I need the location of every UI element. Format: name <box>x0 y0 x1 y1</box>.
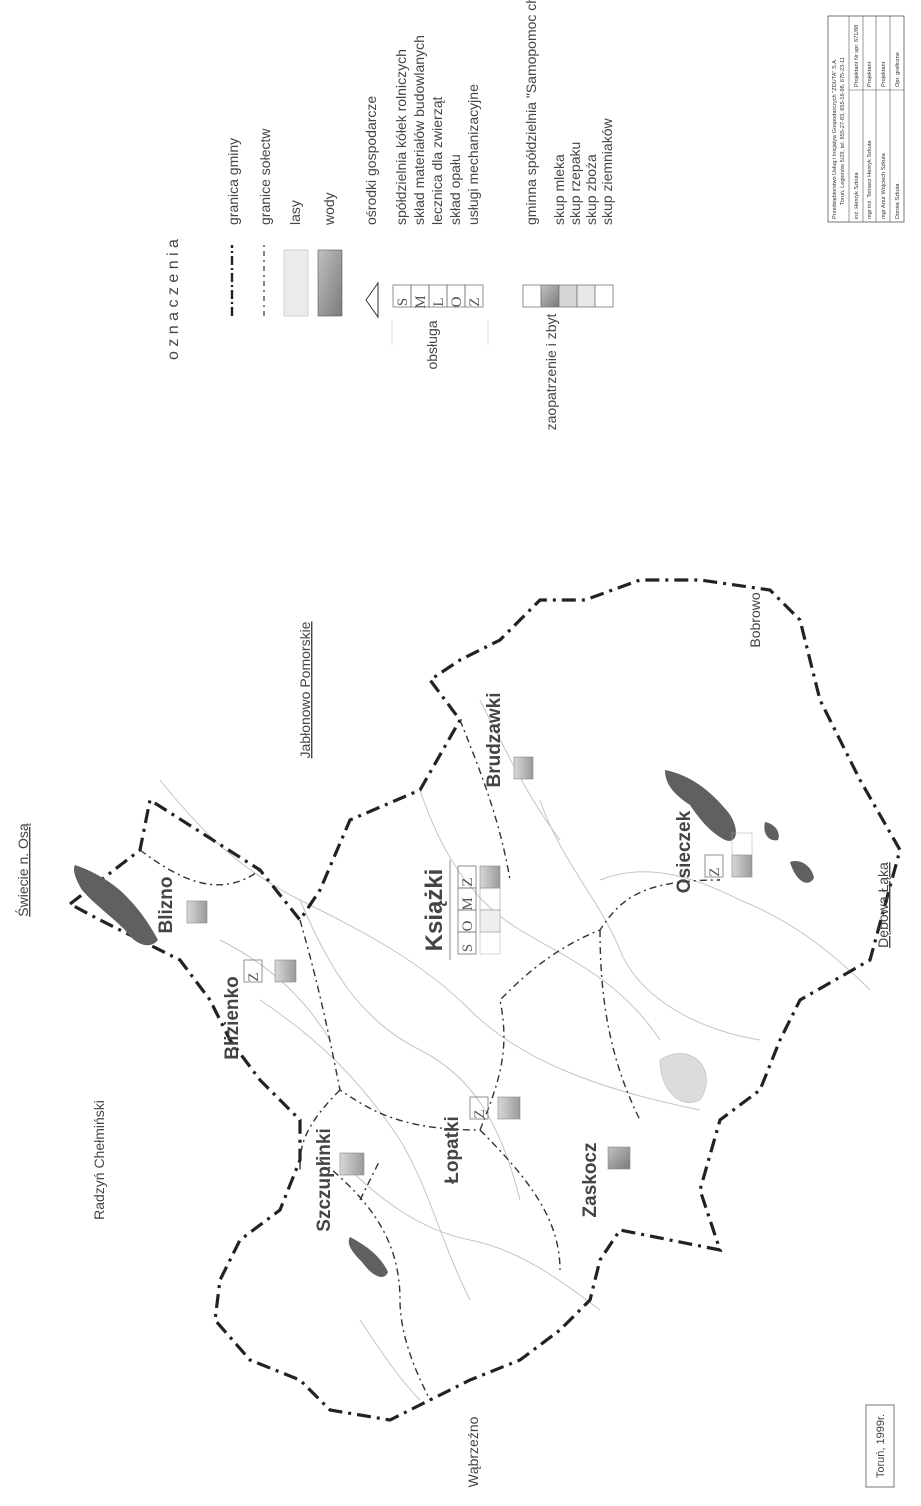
blizienko-code: Z <box>246 972 262 981</box>
svg-text:O: O <box>449 296 465 307</box>
legend-service-group: obsługa <box>424 320 440 369</box>
legend-service-1: spółdzielnia kółek rolniczych <box>393 49 409 225</box>
village-osieczek: Osieczek <box>674 810 695 893</box>
szczuplinki-marker <box>339 1152 365 1176</box>
svg-text:inż. Henryk Szkuta: inż. Henryk Szkuta <box>854 171 860 219</box>
village-zaskocz: Zaskocz <box>580 1143 601 1218</box>
svg-text:M: M <box>460 897 476 910</box>
village-brudzawki: Brudzawki <box>484 692 505 787</box>
legend-service-2: skład materiałów budowlanych <box>411 35 427 225</box>
company-address: Toruń, Legionów 5/29, tel. 655-27-83, 65… <box>840 57 846 205</box>
legend-supply-5: skup ziemniaków <box>599 118 615 225</box>
ksiazki-codes <box>457 865 477 955</box>
svg-text:S: S <box>460 944 476 952</box>
neighbor-wabrzezno: Wąbrzeźno <box>465 1416 481 1487</box>
village-boundaries <box>139 719 721 1401</box>
neighbor-labels: Świecie n. Osą Jabłonowo Pomorskie Bobro… <box>14 592 891 1487</box>
place-date: Toruń, 1999r. <box>875 1414 887 1478</box>
legend-area-1: lasy <box>287 200 303 225</box>
legend-supply-3: skup rzepaku <box>567 142 583 225</box>
village-szczuplinki: Szczuplinki <box>314 1128 335 1231</box>
legend-forest-swatch <box>283 249 309 317</box>
svg-text:S: S <box>395 298 411 306</box>
legend-line-2: granice sołectw <box>257 128 273 225</box>
forest-area <box>659 1053 707 1103</box>
ksiazki-marker-1 <box>479 865 501 889</box>
legend-line-1: granica gminy <box>225 138 241 225</box>
svg-text:Opr. graficzne: Opr. graficzne <box>895 52 901 87</box>
legend-triangle-icon <box>365 281 379 319</box>
svg-text:Dorota Szkuta: Dorota Szkuta <box>895 183 901 219</box>
water-bodies <box>73 770 814 1277</box>
legend-service-4: skład opału <box>447 154 463 225</box>
village-ksiazki: Książki <box>421 869 448 952</box>
legend-supply-4: skup zboża <box>583 154 599 225</box>
company-name: Przedsiębiorstwo Usług i Inicjatyw Gospo… <box>832 58 838 219</box>
legend-center: ośrodki gospodarcze <box>363 96 379 225</box>
legend-supply-group: zaopatrzenie i zbyt <box>543 314 559 431</box>
blizienko-marker <box>274 959 297 983</box>
neighbor-bobrowo: Bobrowo <box>747 592 763 647</box>
svg-text:mgr Artur Wojciech Szkuta: mgr Artur Wojciech Szkuta <box>881 152 887 219</box>
osieczek-code: Z <box>707 867 723 876</box>
village-lopatki: Łopatki <box>442 1116 463 1184</box>
legend-water-swatch <box>317 249 343 317</box>
place-date-box: Toruń, 1999r. <box>865 1404 895 1488</box>
svg-text:Z: Z <box>460 877 476 886</box>
zaskocz-marker <box>607 1146 631 1170</box>
neighbor-debowa-laka: Dębowa Łąka <box>875 862 891 948</box>
legend-area-2: wody <box>321 192 337 226</box>
legend-service-3: lecznica dla zwierząt <box>429 97 445 225</box>
osieczek-marker <box>731 854 753 878</box>
village-blizienko: Blizienko <box>222 976 243 1059</box>
legend-service-5: usługi mechanizacyjne <box>465 84 481 225</box>
municipality-boundary <box>67 578 902 1422</box>
svg-text:Projektant Nr upr. 671/88: Projektant Nr upr. 671/88 <box>854 25 860 87</box>
title-block: Przedsiębiorstwo Usług i Inicjatyw Gospo… <box>827 15 905 223</box>
svg-text:Z: Z <box>467 297 483 306</box>
brudzawki-marker <box>513 756 534 780</box>
neighbor-radzyn: Radzyń Chełmiński <box>91 1100 107 1220</box>
legend: o z n a c z e n i a granica gminy granic… <box>165 0 615 430</box>
neighbor-swiecie: Świecie n. Osą <box>14 823 31 917</box>
legend-title: o z n a c z e n i a <box>165 239 182 360</box>
svg-text:mgr inż. Tomasz Henryk Szkuta: mgr inż. Tomasz Henryk Szkuta <box>867 140 873 219</box>
legend-supply-1: gminna spółdzielnia "Samopomoc chłopska" <box>523 0 539 225</box>
lopatki-code: Z <box>472 1109 488 1118</box>
svg-text:M: M <box>413 295 429 308</box>
road-network <box>159 699 871 1401</box>
svg-text:Projektant: Projektant <box>867 61 873 87</box>
legend-supply-2: skup mleka <box>551 154 567 225</box>
neighbor-jablonowo: Jabłonowo Pomorskie <box>297 621 313 758</box>
svg-text:O: O <box>460 920 476 931</box>
village-labels: Blizno Blizienko Z Książki S O M Z Brudz… <box>156 692 753 1232</box>
lopatki-marker <box>497 1096 521 1120</box>
blizno-marker <box>186 900 208 924</box>
village-blizno: Blizno <box>156 877 177 934</box>
svg-text:L: L <box>431 297 447 306</box>
svg-text:Projektant: Projektant <box>881 61 887 87</box>
